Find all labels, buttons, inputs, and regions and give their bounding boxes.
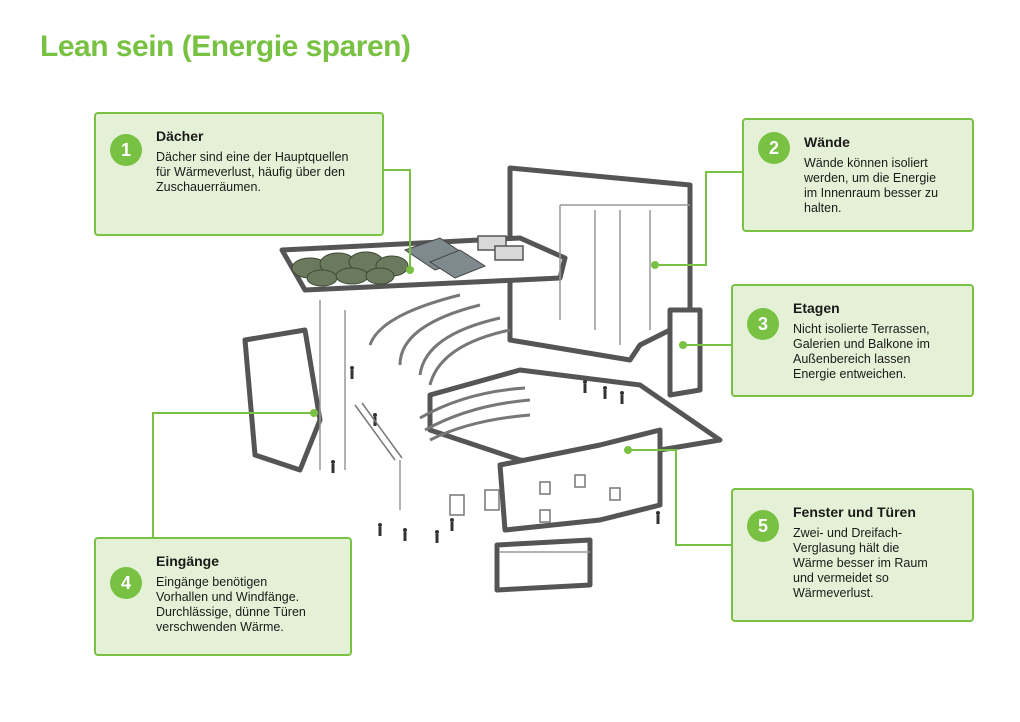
card-text-line: Wärmeverlust. [793,586,874,600]
card-text-line: Energie entweichen. [793,367,907,381]
card-text-line: Verglasung hält die [793,541,900,555]
page-title: Lean sein (Energie sparen) [40,30,411,63]
info-card-walls: 2 Wände Wände können isoliert werden, um… [742,118,974,232]
leader-line-1 [383,169,411,270]
number-badge: 1 [110,134,142,166]
number-badge: 5 [747,510,779,542]
card-heading: Etagen [793,300,840,316]
card-text-line: und vermeidet so [793,571,889,585]
card-heading: Dächer [156,128,204,144]
card-text-line: halten. [804,201,842,215]
card-text-line: für Wärmeverlust, häufig über den [156,165,345,179]
card-text-line: Vorhallen und Windfänge. [156,590,300,604]
card-text-line: im Innenraum besser zu [804,186,939,200]
leader-line-4 [152,412,314,537]
info-card-windows-doors: 5 Fenster und Türen Zwei- und Dreifach- … [731,488,974,622]
card-text-line: Eingänge benötigen [156,575,268,589]
card-text-line: verschwenden Wärme. [156,620,284,634]
info-card-floors: 3 Etagen Nicht isolierte Terrassen, Gale… [731,284,974,397]
info-card-roofs: 1 Dächer Dächer sind eine der Hauptquell… [94,112,384,236]
card-text-line: werden, um die Energie [804,171,937,185]
card-text-line: Zwei- und Dreifach- [793,526,903,540]
card-text-line: Durchlässige, dünne Türen [156,605,306,619]
card-heading: Eingänge [156,553,220,569]
leader-line-2 [655,171,742,266]
card-heading: Wände [804,134,850,150]
card-text-line: Zuschauerräumen. [156,180,261,194]
number-badge: 3 [747,308,779,340]
number-badge: 4 [110,567,142,599]
card-text-line: Außenbereich lassen [793,352,911,366]
number-badge: 2 [758,132,790,164]
card-text-line: Wärme besser im Raum [793,556,928,570]
leader-line-5 [628,449,731,546]
card-text-line: Galerien und Balkone im [793,337,930,351]
card-text-line: Wände können isoliert [804,156,928,170]
card-text-line: Dächer sind eine der Hauptquellen [156,150,349,164]
info-card-entrances: 4 Eingänge Eingänge benötigen Vorhallen … [94,537,352,656]
card-text-line: Nicht isolierte Terrassen, [793,322,930,336]
card-heading: Fenster und Türen [793,504,916,520]
